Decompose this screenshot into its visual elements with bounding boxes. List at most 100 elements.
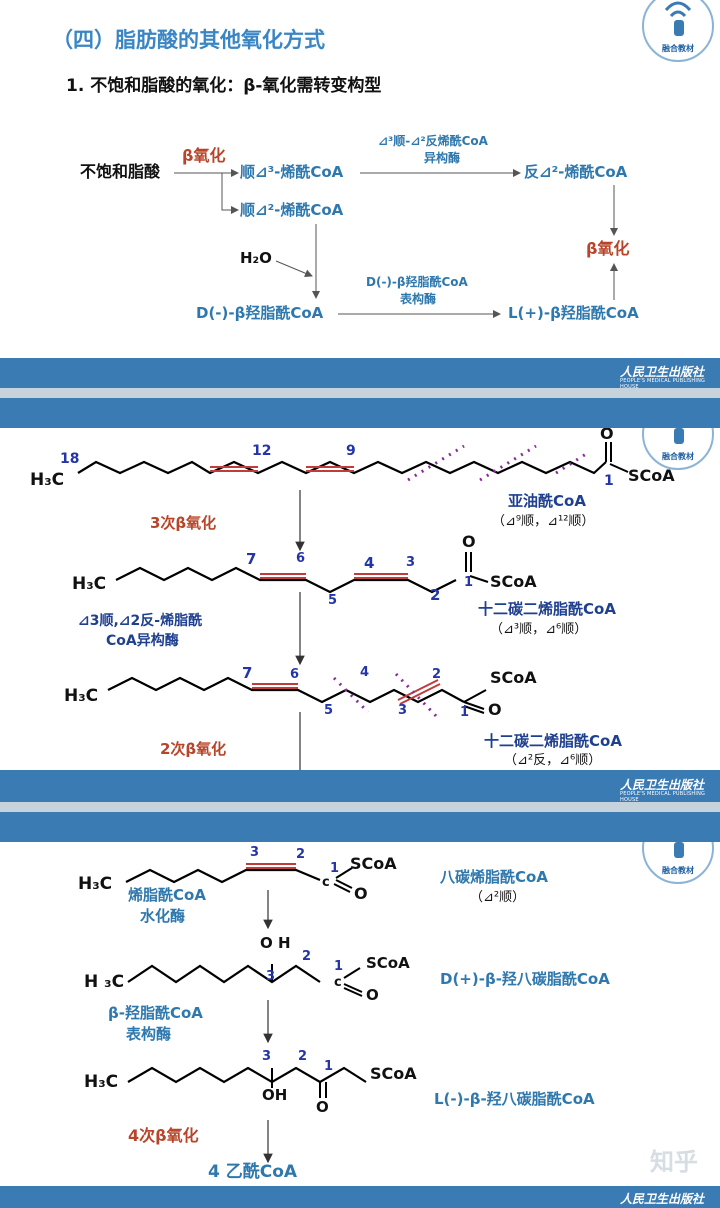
c3-c: 3 — [398, 703, 408, 718]
dodecadienoyl-coa-1: 十二碳二烯脂酰CoA — [478, 600, 616, 618]
h3c-3c: H₃C — [84, 1072, 119, 1092]
c2-c: 2 — [432, 667, 442, 682]
carbonyl-o-3a: O — [354, 884, 368, 903]
octenoyl-coa: 八碳烯脂酰CoA — [440, 868, 548, 886]
c3-3c: 3 — [262, 1049, 272, 1064]
publisher-name-2: 人民卫生出版社 — [620, 778, 705, 792]
dodecadienoyl-coa-2: 十二碳二烯脂酰CoA — [484, 732, 622, 750]
epimerase-name: D(-)-β羟脂酰CoA — [366, 275, 468, 289]
publisher-name: 人民卫生出版社 — [620, 365, 705, 379]
c3-b: 3 — [406, 555, 416, 570]
carbonyl-o-c: O — [488, 700, 502, 719]
scoa-3c: SCoA — [370, 1064, 417, 1083]
carbonyl-o-3b: O — [366, 986, 379, 1004]
scoa-3a: SCoA — [350, 854, 397, 873]
c6-c: 6 — [290, 667, 300, 682]
dodecadienoyl-config-2: （⊿²反，⊿⁶顺） — [504, 753, 602, 768]
publisher-name-en: PEOPLE'S MEDICAL PUBLISHING HOUSE — [620, 378, 706, 390]
h3c-3b: H ₃C — [84, 972, 125, 992]
isomerase-label: 异构酶 — [424, 151, 461, 165]
dodecadienoyl-config-1: （⊿³顺，⊿⁶顺） — [490, 622, 588, 637]
scoa-b: SCoA — [490, 572, 537, 591]
h3c-a: H₃C — [30, 470, 65, 490]
c1-c: 1 — [460, 705, 470, 720]
isomerase-name: ⊿³顺-⊿²反烯酰CoA — [378, 134, 488, 148]
header-bar-2 — [0, 398, 720, 428]
unsaturated-fatty-acid: 不饱和脂酸 — [80, 162, 161, 181]
slide-subtitle: 1. 不饱和脂酸的氧化：β-氧化需转变构型 — [66, 76, 382, 96]
c2-3b: 2 — [302, 949, 312, 964]
d-hydroxyacyl-coa: D(-)-β羟脂酰CoA — [196, 304, 324, 322]
c6-b: 6 — [296, 551, 306, 566]
linoleoyl-structures — [77, 442, 629, 770]
logo-caption-2: 融合教材 — [662, 452, 694, 461]
carbonyl-o-a: O — [600, 428, 614, 443]
linoleoyl-config: （⊿⁹顺，⊿¹²顺） — [492, 514, 595, 529]
h3c-b: H₃C — [72, 574, 107, 594]
d-hydroxyoctanoyl: D(+)-β-羟八碳脂酰CoA — [440, 970, 610, 988]
octenoyl-config: （⊿²顺） — [470, 890, 526, 905]
l-hydroxyoctanoyl: L(-)-β-羟八碳脂酰CoA — [434, 1090, 595, 1108]
isomerase-line1: ⊿3顺,⊿2反-烯脂酰 — [78, 613, 203, 629]
c12-label: 12 — [252, 443, 272, 459]
footer-bar-1: 人民卫生出版社 PEOPLE'S MEDICAL PUBLISHING HOUS… — [0, 358, 720, 390]
footer-bar-2: 人民卫生出版社 PEOPLE'S MEDICAL PUBLISHING HOUS… — [0, 770, 720, 803]
trans-delta2-enoyl-coa: 反⊿²-烯酰CoA — [524, 163, 628, 181]
c1-3b: 1 — [334, 959, 344, 974]
epimerase-label: 表构酶 — [400, 292, 437, 306]
hydroxyl-bottom: OH — [262, 1086, 288, 1104]
fusion-textbook-logo: 融合教材 — [642, 0, 714, 62]
pathway-arrows — [174, 169, 618, 318]
epimerase-line2: 表构酶 — [126, 1025, 172, 1043]
c3-3a: 3 — [250, 845, 260, 860]
slide-1: （四）脂肪酸的其他氧化方式 1. 不饱和脂酸的氧化：β-氧化需转变构型 不饱和脂… — [0, 0, 720, 358]
header-bar-3 — [0, 812, 720, 842]
c18-label: 18 — [60, 451, 80, 467]
l-hydroxyacyl-coa: L(+)-β羟脂酰CoA — [508, 304, 639, 322]
water: H₂O — [240, 249, 272, 267]
four-beta-oxidation: 4次β氧化 — [128, 1126, 199, 1145]
c4-c: 4 — [360, 665, 370, 680]
slide-title: （四）脂肪酸的其他氧化方式 — [52, 28, 325, 52]
two-beta-oxidation: 2次β氧化 — [160, 740, 227, 758]
footer-bar-3: 人民卫生出版社 — [0, 1186, 720, 1208]
c1-b: 1 — [464, 575, 474, 590]
scoa-a: SCoA — [628, 466, 675, 485]
scoa-c: SCoA — [490, 668, 537, 687]
fusion-textbook-logo-3: 融合教材 — [642, 842, 714, 884]
publisher-name-3: 人民卫生出版社 — [620, 1192, 705, 1206]
publisher-name-en-2: PEOPLE'S MEDICAL PUBLISHING HOUSE — [620, 791, 706, 803]
cis-delta3-enoyl-coa: 顺⊿³-烯酰CoA — [240, 163, 344, 181]
slide-gap-2 — [0, 802, 720, 812]
hydratase-line2: 水化酶 — [140, 907, 186, 925]
fusion-textbook-logo-2: 融合教材 — [642, 428, 714, 470]
logo-caption-3: 融合教材 — [662, 866, 694, 875]
isomerase-line2: CoA异构酶 — [106, 633, 179, 649]
beta-oxidation-label: β氧化 — [182, 146, 226, 165]
c5-b: 5 — [328, 593, 338, 608]
hydratase-line1: 烯脂酰CoA — [128, 886, 206, 904]
scoa-3b: SCoA — [366, 954, 410, 972]
c4-b: 4 — [364, 554, 375, 572]
c-3b: c — [334, 975, 342, 990]
slide-3: H₃C 3 2 1 c SCoA O 烯脂酰CoA 水化酶 八碳烯脂酰CoA （… — [0, 842, 720, 1186]
logo-caption: 融合教材 — [662, 44, 694, 53]
cis-delta2-enoyl-coa: 顺⊿²-烯酰CoA — [240, 201, 344, 219]
c9-label: 9 — [346, 443, 356, 459]
c5-c: 5 — [324, 703, 334, 718]
beta-oxidation-right: β氧化 — [586, 239, 630, 258]
zhihu-watermark: 知乎 — [650, 1148, 698, 1176]
c-3a: c — [322, 875, 330, 890]
slide-gap-1 — [0, 388, 720, 398]
slide-2: H₃C 18 12 9 1 O SCoA 亚油酰CoA （⊿⁹顺，⊿¹²顺） 3… — [0, 428, 720, 770]
three-beta-oxidation: 3次β氧化 — [150, 514, 217, 532]
c1-3c: 1 — [324, 1059, 334, 1074]
c1-label-a: 1 — [604, 473, 614, 489]
acetyl-coa: 4 乙酰CoA — [208, 1162, 298, 1182]
c2-3c: 2 — [298, 1049, 308, 1064]
h3c-3a: H₃C — [78, 874, 113, 894]
c7-b: 7 — [246, 550, 257, 568]
carbonyl-o-b: O — [462, 532, 476, 551]
epimerase-line1: β-羟脂酰CoA — [108, 1004, 203, 1022]
h3c-c: H₃C — [64, 686, 99, 706]
